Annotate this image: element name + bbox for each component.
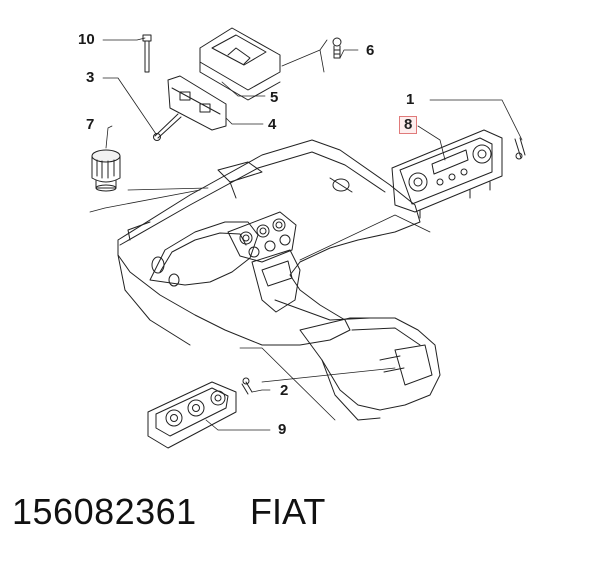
callout-7: 7 [86, 116, 95, 133]
part-7-knob [91, 149, 121, 192]
part-5-housing [199, 27, 281, 101]
leader-lines [89, 37, 523, 431]
part-3-screw [153, 113, 182, 141]
part-number: 156082361 [12, 491, 197, 532]
part-6-screw [332, 37, 342, 59]
callout-1: 1 [406, 91, 415, 108]
callout-4: 4 [268, 116, 277, 133]
exploded-parts-diagram [89, 27, 526, 449]
part-4-bracket [167, 75, 227, 131]
callout-2: 2 [280, 382, 289, 399]
callout-8-highlighted: 8 [399, 116, 418, 134]
callout-9: 9 [278, 421, 287, 438]
part-2-screw [241, 377, 253, 395]
part-9-control-module [147, 381, 237, 449]
part-1-screw [514, 137, 526, 160]
part-10-rivet [142, 34, 152, 73]
callout-6: 6 [366, 42, 375, 59]
dashboard-illustration [117, 139, 441, 421]
callout-3: 3 [86, 69, 95, 86]
callout-10: 10 [78, 31, 95, 48]
callout-5: 5 [270, 89, 279, 106]
footer: 156082361 FIAT [0, 475, 600, 562]
brand-name: FIAT [250, 491, 326, 532]
part-8-climate-control-panel [391, 129, 503, 219]
